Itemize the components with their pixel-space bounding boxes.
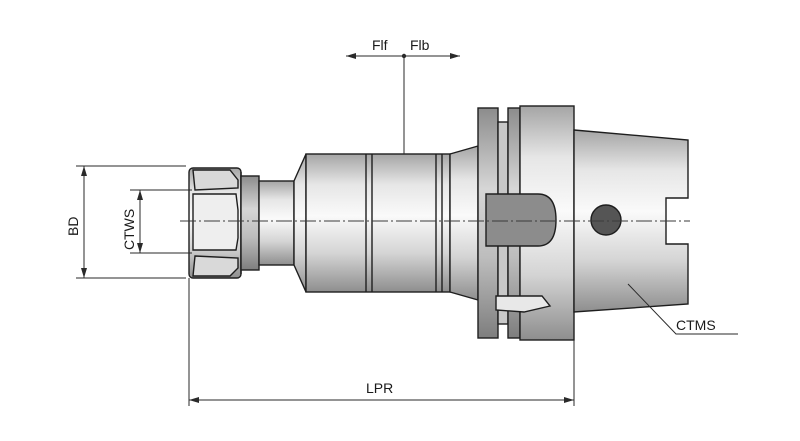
lpr-label: LPR [366, 380, 393, 396]
lpr-dimension: LPR [188, 278, 575, 406]
main-body [305, 145, 479, 301]
flf-label: Flf [372, 37, 388, 53]
collet-nut [188, 167, 260, 279]
ctws-label: CTWS [121, 209, 137, 250]
drive-hole [590, 204, 622, 236]
flb-label: Flb [410, 37, 430, 53]
neck [258, 153, 307, 293]
ctms-label: CTMS [676, 317, 716, 333]
flf-flb-indicator: Flf Flb [346, 37, 460, 154]
bd-label: BD [65, 217, 81, 236]
ctws-dimension: CTWS [121, 189, 192, 254]
bd-dimension: BD [65, 165, 186, 279]
ctms-leader: CTMS [627, 283, 738, 335]
flange [477, 105, 575, 341]
